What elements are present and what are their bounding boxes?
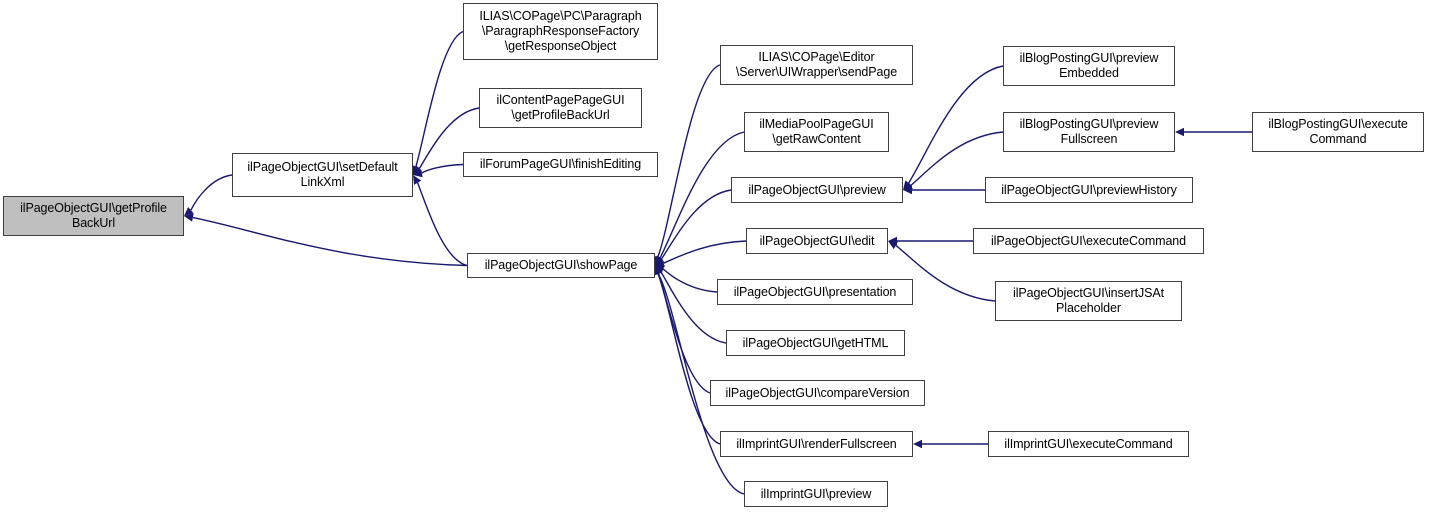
graph-node-label: ilImprintGUI\preview xyxy=(760,486,872,501)
graph-node-label: ilImprintGUI\renderFullscreen xyxy=(736,436,897,451)
graph-node-contentPageGetProfileBackUrl[interactable]: ilContentPagePageGUI \getProfileBackUrl xyxy=(479,88,642,128)
graph-node-label: ilPageObjectGUI\getHTML xyxy=(742,335,889,350)
graph-node-getHTML[interactable]: ilPageObjectGUI\getHTML xyxy=(726,330,905,356)
graph-node-getResponseObject[interactable]: ILIAS\COPage\PC\Paragraph \ParagraphResp… xyxy=(463,3,658,60)
graph-node-label: ilImprintGUI\executeCommand xyxy=(1004,436,1173,451)
graph-node-label: ilForumPageGUI\finishEditing xyxy=(479,157,642,171)
graph-node-edit[interactable]: ilPageObjectGUI\edit xyxy=(746,228,888,254)
graph-node-label: ilPageObjectGUI\setDefault LinkXml xyxy=(247,160,398,189)
graph-node-label: ilBlogPostingGUI\preview Embedded xyxy=(1019,51,1159,80)
graph-edge-previewEmbedded-to-preview xyxy=(908,65,1004,184)
graph-node-label: ilMediaPoolPageGUI \getRawContent xyxy=(759,117,874,146)
graph-node-label: ilPageObjectGUI\previewHistory xyxy=(1001,182,1177,197)
graph-node-label: ilBlogPostingGUI\execute Command xyxy=(1268,117,1408,146)
graph-node-label: ILIAS\COPage\Editor \Server\UIWrapper\se… xyxy=(735,50,898,79)
graph-arrowhead xyxy=(903,185,912,195)
graph-node-pageExecuteCommand[interactable]: ilPageObjectGUI\executeCommand xyxy=(973,228,1204,254)
graph-node-label: ilPageObjectGUI\compareVersion xyxy=(725,385,910,400)
graph-edge-getRawContent-to-showPage xyxy=(659,131,745,259)
graph-edge-sendPage-to-showPage xyxy=(657,64,721,258)
graph-arrowhead xyxy=(184,206,194,216)
graph-node-label: ilPageObjectGUI\executeCommand xyxy=(990,233,1186,248)
graph-edge-getHTML-to-showPage xyxy=(660,271,727,344)
graph-node-sendPage[interactable]: ILIAS\COPage\Editor \Server\UIWrapper\se… xyxy=(720,45,913,85)
graph-node-label: ilPageObjectGUI\presentation xyxy=(733,284,897,299)
graph-arrowhead xyxy=(184,213,194,222)
graph-arrowhead xyxy=(655,256,665,266)
graph-node-imprintExecuteCommand[interactable]: ilImprintGUI\executeCommand xyxy=(988,431,1189,457)
graph-node-label: ilPageObjectGUI\insertJSAt Placeholder xyxy=(1013,286,1164,315)
graph-node-getRawContent[interactable]: ilMediaPoolPageGUI \getRawContent xyxy=(744,112,889,152)
graph-node-previewHistory[interactable]: ilPageObjectGUI\previewHistory xyxy=(985,177,1193,203)
graph-node-label: ILIAS\COPage\PC\Paragraph \ParagraphResp… xyxy=(479,9,642,53)
graph-node-finishEditing[interactable]: ilForumPageGUI\finishEditing xyxy=(463,152,658,177)
graph-arrowhead xyxy=(413,165,423,175)
graph-node-label: ilPageObjectGUI\preview xyxy=(748,182,886,197)
graph-node-label: ilContentPagePageGUI \getProfileBackUrl xyxy=(496,93,625,122)
graph-edge-previewFullscreen-to-preview xyxy=(910,131,1004,187)
graph-node-label: ilBlogPostingGUI\preview Fullscreen xyxy=(1019,117,1159,146)
graph-node-previewEmbedded[interactable]: ilBlogPostingGUI\preview Embedded xyxy=(1003,46,1175,86)
graph-node-setDefaultLinkXml[interactable]: ilPageObjectGUI\setDefault LinkXml xyxy=(232,153,413,197)
graph-edge-renderFullscreen-to-showPage xyxy=(657,273,721,445)
graph-node-blogExecuteCommand[interactable]: ilBlogPostingGUI\execute Command xyxy=(1252,112,1424,152)
graph-edge-presentation-to-showPage xyxy=(662,268,718,293)
graph-node-label: ilPageObjectGUI\getProfile BackUrl xyxy=(20,201,167,230)
graph-arrowhead xyxy=(413,169,423,178)
graph-node-label: ilPageObjectGUI\edit xyxy=(759,233,875,248)
graph-node-previewFullscreen[interactable]: ilBlogPostingGUI\preview Fullscreen xyxy=(1003,112,1175,152)
graph-edge-showPage-to-getProfileBackUrl xyxy=(192,216,468,267)
graph-edge-showPage-to-setDefaultLinkXml xyxy=(416,182,468,267)
graph-node-presentation[interactable]: ilPageObjectGUI\presentation xyxy=(717,279,913,305)
graph-node-insertJSAtPlaceholder[interactable]: ilPageObjectGUI\insertJSAt Placeholder xyxy=(995,281,1182,321)
graph-edge-preview-to-showPage xyxy=(660,189,732,260)
graph-arrowhead xyxy=(1175,127,1184,137)
graph-node-renderFullscreen[interactable]: ilImprintGUI\renderFullscreen xyxy=(720,431,913,457)
graph-edge-edit-to-showPage xyxy=(663,240,747,264)
graph-node-getProfileBackUrl[interactable]: ilPageObjectGUI\getProfile BackUrl xyxy=(3,196,184,236)
graph-node-showPage[interactable]: ilPageObjectGUI\showPage xyxy=(467,253,655,278)
graph-node-label: ilPageObjectGUI\showPage xyxy=(484,258,638,272)
graph-edge-insertJSAtPlaceholder-to-edit xyxy=(895,244,996,302)
graph-edge-compareVersion-to-showPage xyxy=(657,273,711,394)
graph-edge-finishEditing-to-setDefaultLinkXml xyxy=(421,163,464,174)
graph-arrowhead xyxy=(888,241,898,250)
graph-node-imprintPreview[interactable]: ilImprintGUI\preview xyxy=(744,481,888,507)
graph-node-preview[interactable]: ilPageObjectGUI\preview xyxy=(731,177,903,203)
graph-arrowhead xyxy=(655,259,665,268)
graph-edge-setDefaultLinkXml-to-getProfileBackUrl xyxy=(190,174,233,211)
graph-arrowhead xyxy=(413,175,422,185)
graph-node-compareVersion[interactable]: ilPageObjectGUI\compareVersion xyxy=(710,380,925,406)
graph-edge-imprintPreview-to-showPage xyxy=(657,273,745,495)
graph-arrowhead xyxy=(913,439,922,449)
graph-edge-getResponseObject-to-setDefaultLinkXml xyxy=(415,30,464,167)
graph-edge-contentPageGetProfileBackUrl-to-setDefaultLinkXml xyxy=(418,107,480,169)
graph-arrowhead xyxy=(654,265,663,276)
